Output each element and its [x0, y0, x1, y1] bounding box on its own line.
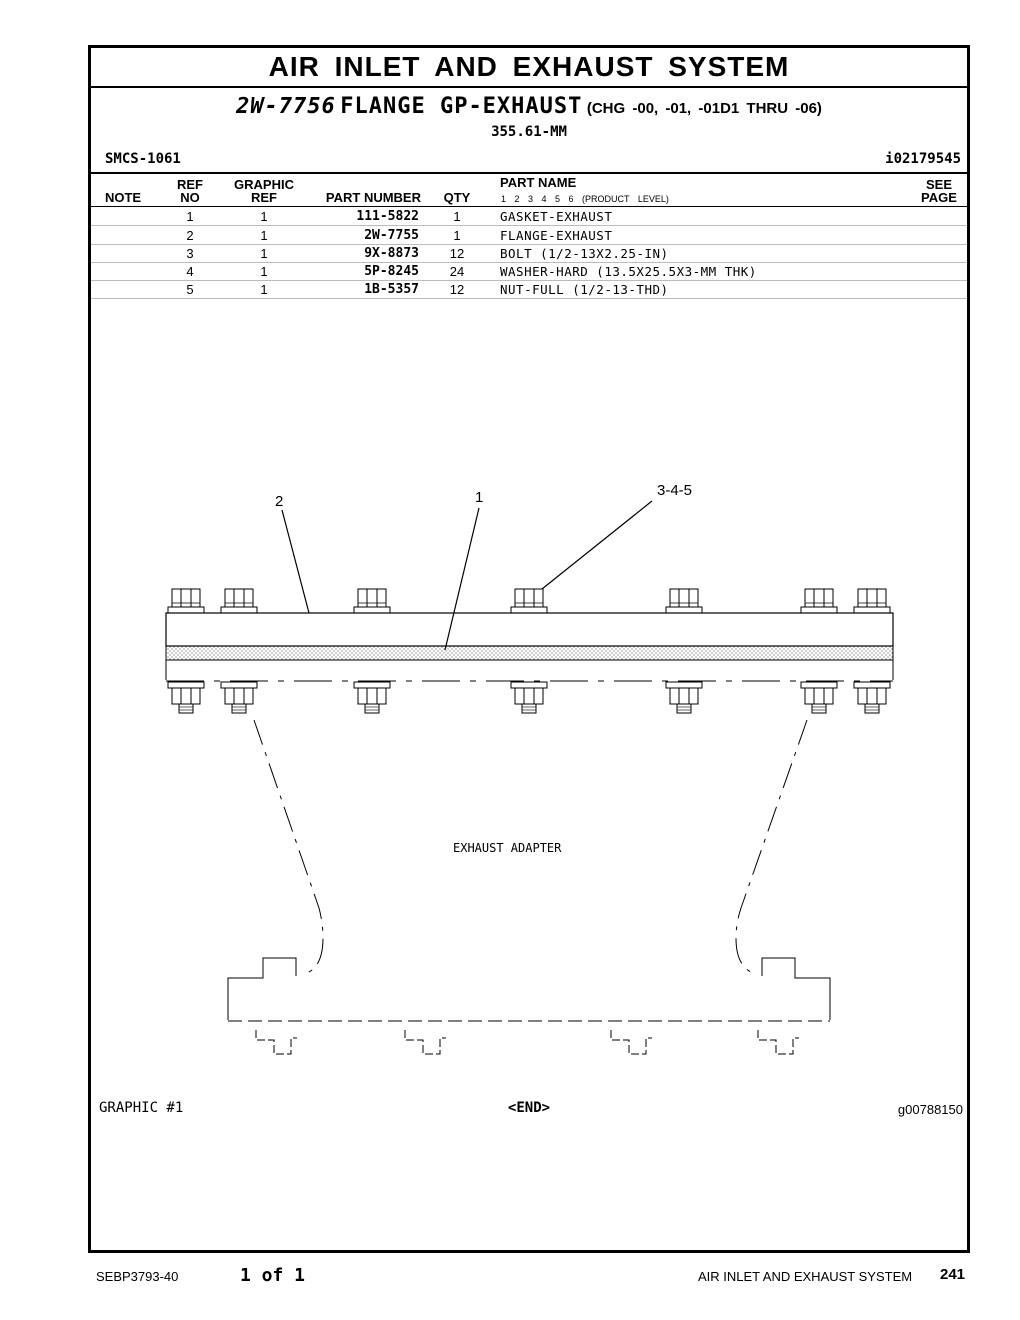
quantity: 1	[453, 228, 461, 243]
part-name: WASHER-HARD (13.5X25.5X3-MM THK)	[500, 264, 757, 279]
footer-doc-number: SEBP3793-40	[96, 1269, 179, 1284]
change-range: (CHG -00, -01, -01D1 THRU -06)	[586, 100, 822, 117]
col-qty: QTY	[443, 190, 471, 205]
end-marker: <END>	[507, 1100, 551, 1116]
quantity: 1	[453, 209, 461, 224]
part-name: BOLT (1/2-13X2.25-IN)	[500, 246, 669, 261]
part-number: 9X-8873	[364, 246, 419, 261]
info-id: i02179545	[885, 151, 961, 167]
col-graphic-bottom: REF	[251, 190, 277, 205]
part-name: FLANGE-EXHAUST	[500, 228, 613, 243]
part-name: GASKET-EXHAUST	[500, 209, 613, 224]
ref-no: 4	[186, 264, 194, 279]
graphic-id: g00788150	[897, 1102, 963, 1117]
part-number: 2W-7755	[364, 228, 419, 243]
graphic-ref: 1	[260, 209, 268, 224]
smcs-code: SMCS-1061	[105, 151, 181, 167]
col-see-top: SEE	[925, 177, 952, 192]
group-part-number: 2W-7756	[236, 94, 336, 119]
table-header-divider	[91, 206, 967, 207]
part-number: 5P-8245	[364, 264, 419, 279]
col-note: NOTE	[104, 190, 142, 205]
quantity: 12	[449, 246, 465, 261]
group-size: 355.61-MM	[491, 124, 567, 140]
ref-no: 2	[186, 228, 194, 243]
page-frame: AIR INLET AND EXHAUST SYSTEM 2W-7756 FLA…	[88, 45, 970, 1253]
ref-no: 5	[186, 282, 194, 297]
gasket	[165, 645, 894, 661]
graphic-ref: 1	[260, 228, 268, 243]
title-divider	[91, 86, 967, 88]
callout-gasket: 1	[475, 489, 483, 506]
section-title: AIR INLET AND EXHAUST SYSTEM	[268, 51, 790, 82]
ref-no: 1	[186, 209, 194, 224]
callout-fasteners: 3-4-5	[657, 482, 692, 499]
col-ref-top: REF	[177, 177, 203, 192]
graphic-ref: 1	[260, 282, 268, 297]
table-row: 3 1 9X-8873 12 BOLT (1/2-13X2.25-IN)	[91, 244, 967, 263]
graphic-label: GRAPHIC #1	[99, 1100, 184, 1116]
col-part-number: PART NUMBER	[325, 190, 421, 205]
col-part-name: PART NAME	[500, 175, 577, 190]
part-name: NUT-FULL (1/2-13-THD)	[500, 282, 669, 297]
adapter-label: EXHAUST ADAPTER	[453, 841, 562, 855]
table-row: 4 1 5P-8245 24 WASHER-HARD (13.5X25.5X3-…	[91, 262, 967, 281]
table-row: 5 1 1B-5357 12 NUT-FULL (1/2-13-THD)	[91, 280, 967, 299]
table-row: 1 1 111-5822 1 GASKET-EXHAUST	[91, 207, 967, 226]
part-number: 111-5822	[356, 209, 419, 224]
table-row: 2 1 2W-7755 1 FLANGE-EXHAUST	[91, 226, 967, 245]
quantity: 24	[449, 264, 465, 279]
col-ref-bottom: NO	[180, 190, 200, 205]
flange-plate	[165, 612, 894, 647]
bolt-head-icon	[167, 588, 891, 614]
header-divider	[91, 172, 967, 174]
graphic-ref: 1	[260, 246, 268, 261]
nut-washer-icon	[167, 681, 891, 714]
col-see-bottom: PAGE	[921, 190, 957, 205]
col-graphic-top: GRAPHIC	[234, 177, 294, 192]
col-product-level: 1 2 3 4 5 6 (PRODUCT LEVEL)	[501, 194, 669, 204]
ref-no: 3	[186, 246, 194, 261]
footer-page-of: 1 of 1	[240, 1265, 306, 1286]
part-number: 1B-5357	[364, 282, 419, 297]
group-title: 2W-7756 FLANGE GP-EXHAUST (CHG -00, -01,…	[91, 94, 967, 119]
group-name: FLANGE GP-EXHAUST	[340, 94, 583, 119]
quantity: 12	[449, 282, 465, 297]
graphic-ref: 1	[260, 264, 268, 279]
exploded-view-graphic: 2 1 3-4-5 EXHAUST ADAPTER	[165, 482, 894, 1055]
footer-page-number: 241	[940, 1266, 966, 1283]
footer-section: AIR INLET AND EXHAUST SYSTEM	[698, 1269, 913, 1284]
callout-flange: 2	[275, 493, 283, 510]
